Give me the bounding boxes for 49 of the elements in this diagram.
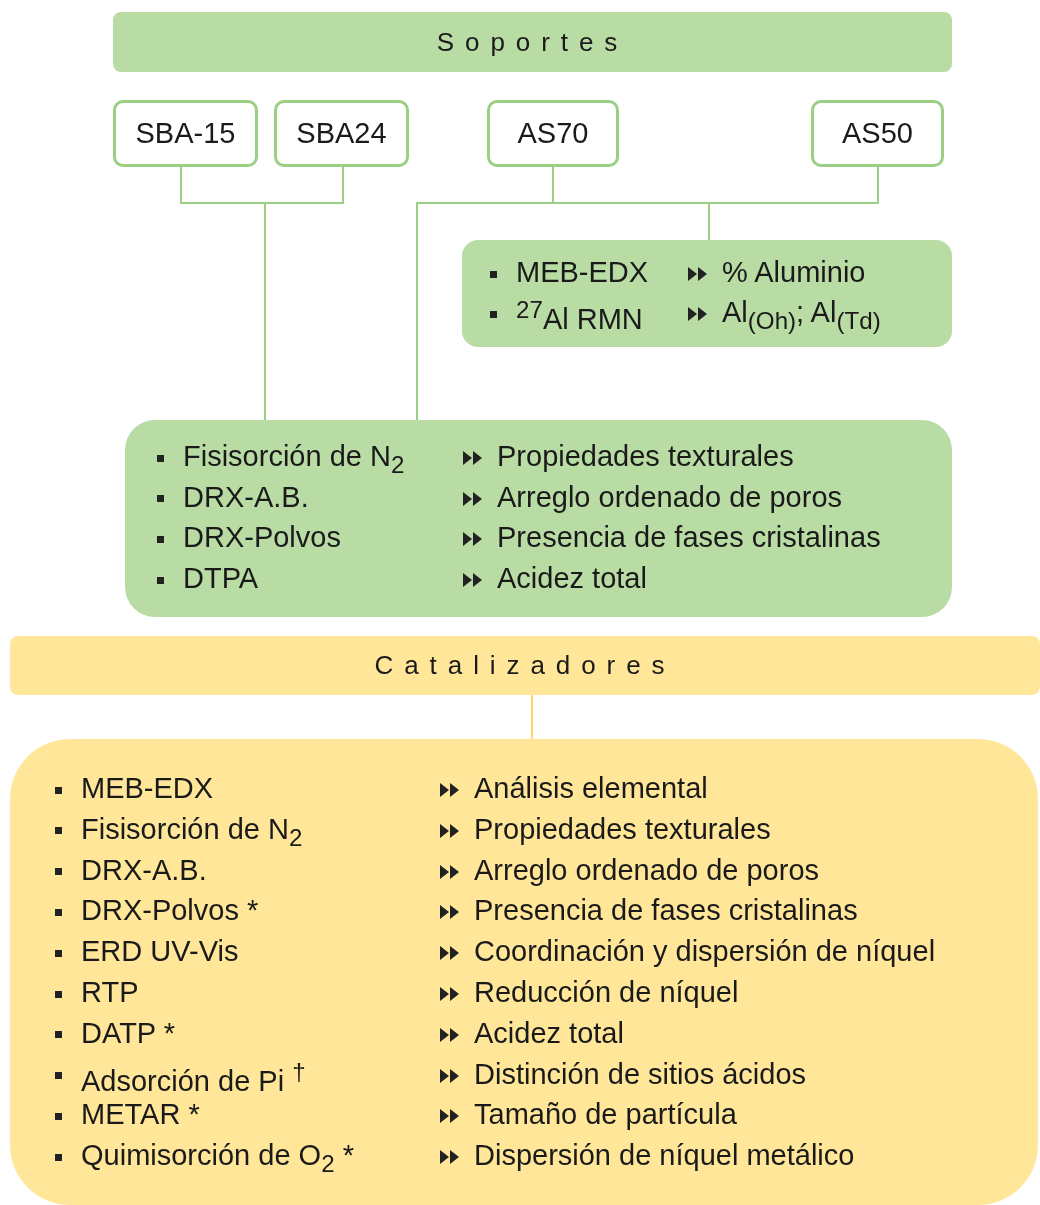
property-label: Dispersión de níquel metálico: [474, 1139, 855, 1173]
support-name: AS50: [842, 117, 913, 150]
technique-label: DRX-Polvos: [183, 521, 341, 555]
support-box: [113, 100, 258, 167]
technique-label: Fisisorción de N$_{2}$: [81, 812, 303, 852]
technique-label: DRX-A.B.: [183, 480, 309, 515]
property-label: Acidez total: [474, 1016, 624, 1051]
technique-label: ERD UV-Vis: [81, 935, 239, 969]
technique-label: DATP *: [81, 1016, 175, 1051]
property-label: Distinción de sitios ácidos: [474, 1057, 807, 1091]
section-header-band: [113, 12, 952, 72]
technique-panel: [10, 739, 1038, 1205]
technique-label: METAR *: [81, 1098, 200, 1132]
property-label: Tamaño de partícula: [474, 1098, 737, 1132]
technique-label: DTPA: [183, 562, 259, 596]
technique-label: DRX-A.B.: [81, 853, 207, 887]
property-label: Coordinación y dispersión de níquel: [474, 935, 936, 969]
technique-panel: [125, 420, 952, 617]
technique-label: Fisisorción de N$_{2}$: [183, 440, 405, 479]
section-title: Catalizadores: [374, 650, 676, 681]
property-label: Arreglo ordenado de poros: [474, 853, 819, 887]
support-box: [487, 100, 619, 167]
technique-panel: [462, 240, 952, 347]
technique-label: MEB-EDX: [81, 772, 214, 806]
connector-line: [264, 166, 344, 421]
property-label: Propiedades texturales: [474, 812, 771, 847]
section-title: Soportes: [436, 26, 629, 58]
property-label: % Aluminio: [722, 256, 866, 290]
support-box: [811, 100, 944, 167]
connector-line: [531, 694, 533, 740]
property-label: Al$_{(Oh)}$; Al$_{(Td)}$: [722, 296, 881, 335]
property-label: Arreglo ordenado de poros: [497, 480, 842, 515]
technique-label: MEB-EDX: [516, 256, 649, 290]
technique-label: DRX-Polvos *: [81, 894, 259, 928]
section-header-band: [10, 636, 1040, 695]
property-label: Acidez total: [497, 562, 647, 596]
support-box: [274, 100, 409, 167]
property-label: Análisis elemental: [474, 772, 708, 806]
support-name: SBA-15: [135, 117, 236, 150]
technique-label: $^{27}$Al RMN: [516, 296, 643, 336]
support-name: AS70: [517, 117, 589, 150]
property-label: Reducción de níquel: [474, 976, 739, 1010]
property-label: Presencia de fases cristalinas: [474, 894, 858, 928]
support-name: SBA24: [296, 117, 387, 150]
property-label: Propiedades texturales: [497, 440, 794, 474]
technique-label: Quimisorción de O$_{2}$ *: [81, 1139, 354, 1178]
property-label: Presencia de fases cristalinas: [497, 521, 881, 555]
technique-label: Adsorción de Pi $^{†}$: [81, 1057, 306, 1098]
technique-label: RTP: [81, 976, 139, 1010]
